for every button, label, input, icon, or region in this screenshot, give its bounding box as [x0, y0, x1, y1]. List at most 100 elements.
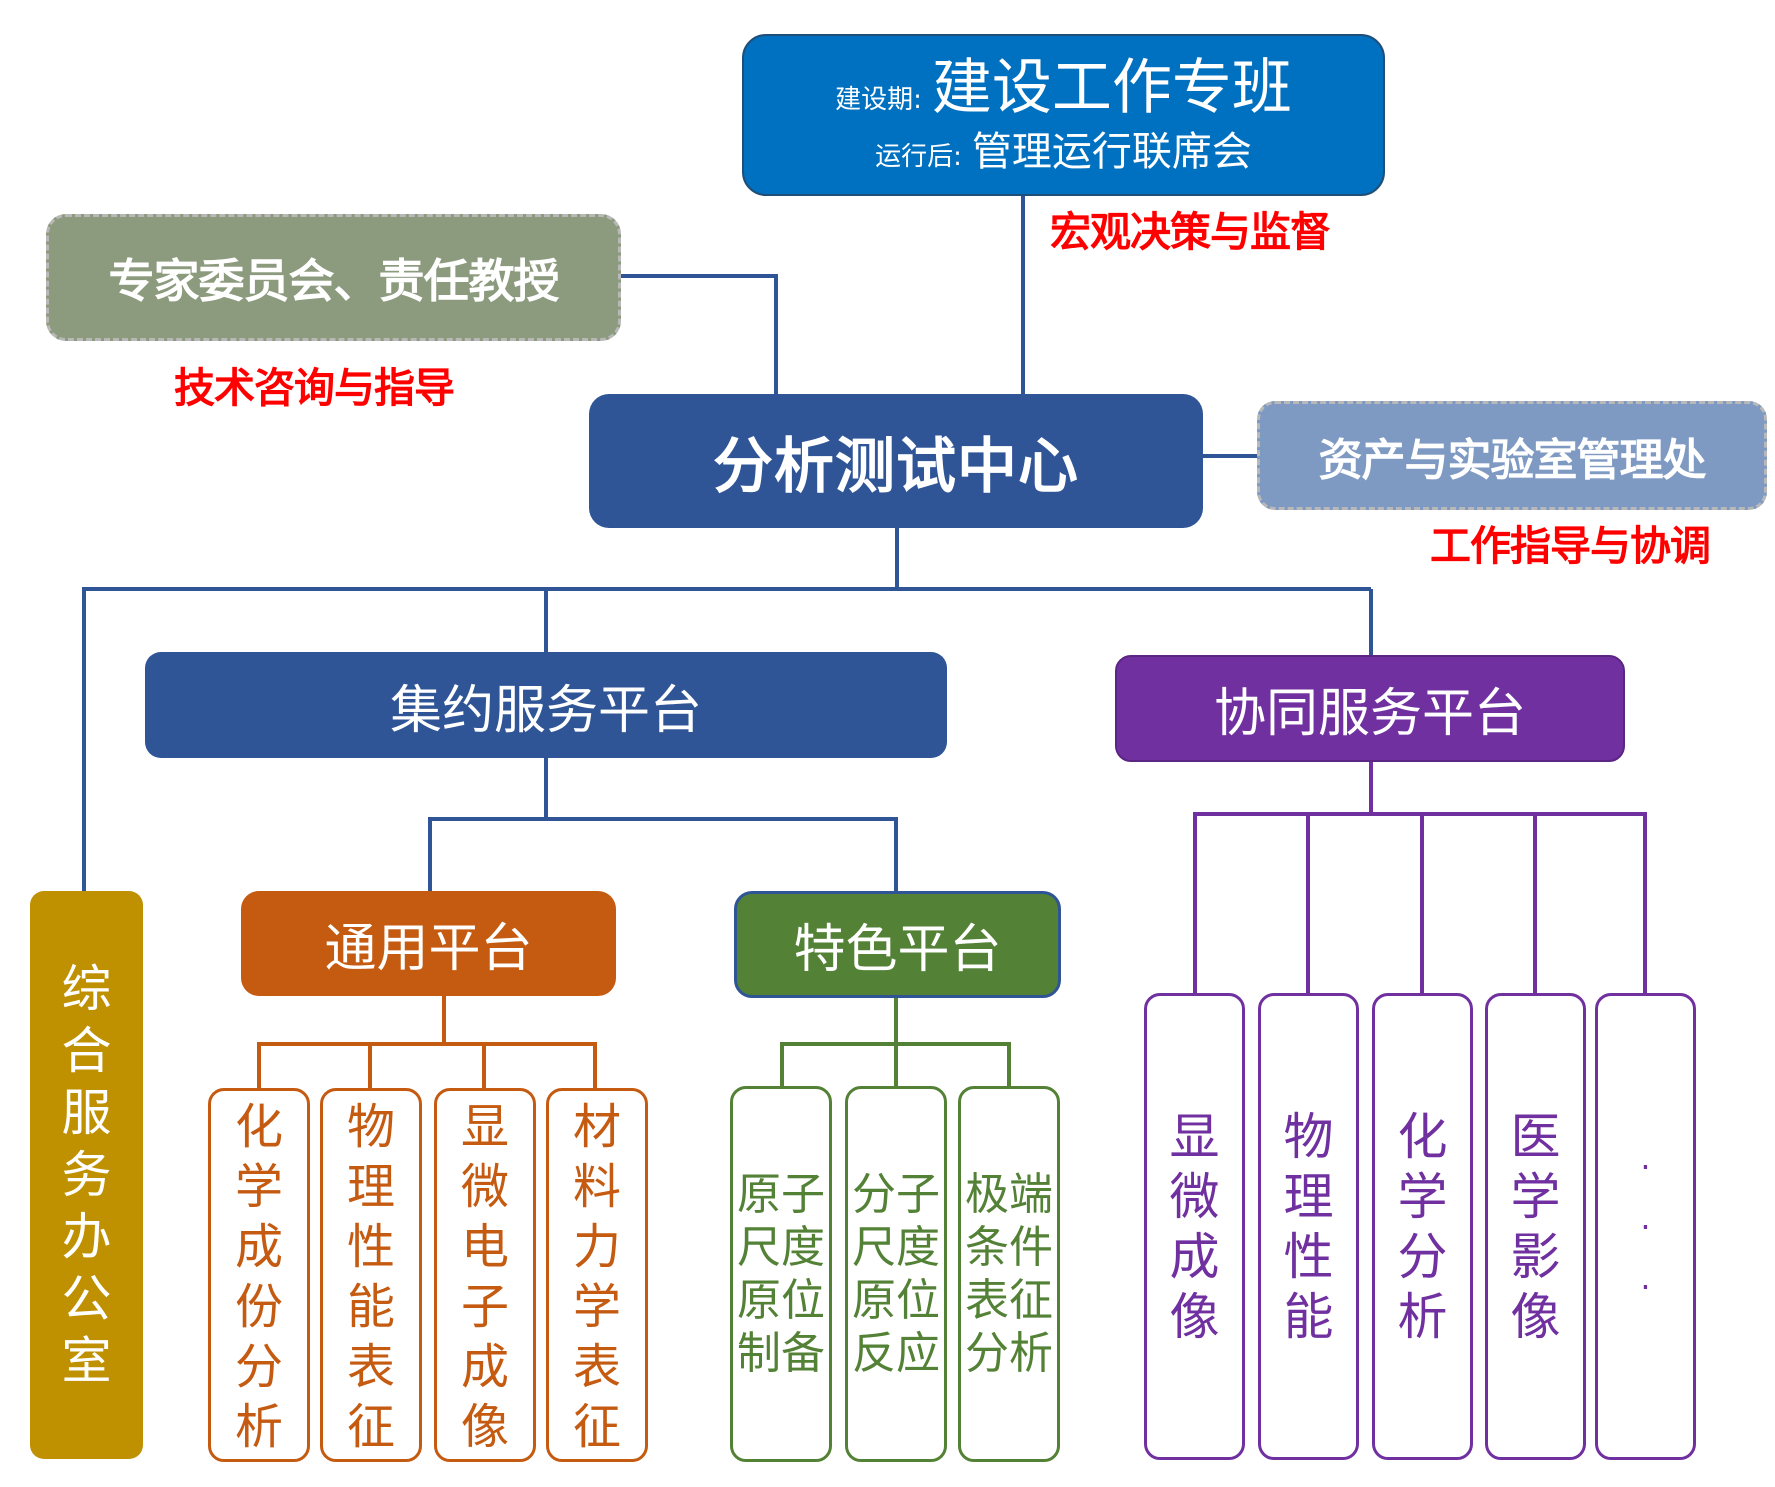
child-char: 显 — [460, 1099, 509, 1155]
child-char: 位 — [896, 1275, 940, 1326]
child-char: 影 — [1510, 1227, 1561, 1286]
office-char: 室 — [61, 1332, 112, 1390]
child-char: 制 — [737, 1328, 781, 1379]
child-char: 学 — [234, 1159, 283, 1215]
ellipsis-icon: · · · — [1640, 1137, 1650, 1317]
asset-lab-management-box[interactable]: 资产与实验室管理处 — [1257, 401, 1767, 510]
child-char: 子 — [460, 1279, 509, 1335]
general-child-electron-microscopy[interactable]: 显微电子成像 — [434, 1088, 536, 1462]
child-char: 尺 — [852, 1222, 896, 1273]
child-char: 极 — [965, 1169, 1009, 1220]
child-char: 化 — [1397, 1107, 1448, 1166]
child-char: 析 — [234, 1399, 283, 1455]
child-char: 学 — [572, 1279, 621, 1335]
child-char: 位 — [781, 1275, 825, 1326]
note-macro-decision: 宏观决策与监督 — [1050, 208, 1331, 256]
child-char: 度 — [781, 1222, 825, 1273]
note-work-guidance: 工作指导与协调 — [1430, 522, 1711, 570]
child-char: 端 — [1009, 1169, 1053, 1220]
operation-phase-row: 运行后: 管理运行联席会 — [875, 125, 1252, 179]
office-char: 综 — [61, 960, 112, 1018]
construction-phase-row: 建设期: 建设工作专班 — [835, 51, 1292, 125]
child-char: 学 — [1397, 1167, 1448, 1226]
office-char: 服 — [61, 1084, 112, 1142]
general-service-office-box[interactable]: 综 合 服 务 办 公 室 — [30, 891, 143, 1459]
child-char: 料 — [572, 1159, 621, 1215]
child-char: 析 — [1397, 1287, 1448, 1346]
general-child-physical-characterization[interactable]: 物理性能表征 — [320, 1088, 422, 1462]
collab-child-medical-imaging[interactable]: 医学影像 — [1485, 993, 1586, 1460]
child-char: 原 — [852, 1275, 896, 1326]
collab-child-microscopy-imaging[interactable]: 显微成像 — [1144, 993, 1245, 1460]
child-char: 电 — [460, 1219, 509, 1275]
child-char: 化 — [234, 1099, 283, 1155]
dot: · — [1640, 1147, 1651, 1186]
child-char: 成 — [234, 1219, 283, 1275]
dot: · — [1640, 1267, 1651, 1306]
special-child-molecular-scale[interactable]: 分子尺度原位反应 — [845, 1086, 947, 1462]
child-char: 子 — [781, 1169, 825, 1220]
child-char: 材 — [572, 1099, 621, 1155]
office-label: 综 合 服 务 办 公 室 — [62, 958, 112, 1392]
child-char: 份 — [234, 1279, 283, 1335]
child-char: 析 — [1009, 1328, 1053, 1379]
child-char: 显 — [1169, 1107, 1220, 1166]
general-platform-box[interactable]: 通用平台 — [241, 891, 616, 996]
collab-child-chemical-analysis[interactable]: 化学分析 — [1372, 993, 1473, 1460]
child-char: 件 — [1009, 1222, 1053, 1273]
joint-meeting-title: 管理运行联席会 — [971, 129, 1252, 175]
connector-expert-center — [621, 274, 778, 394]
office-char: 合 — [61, 1022, 112, 1080]
child-char: 征 — [1009, 1275, 1053, 1326]
child-char: 分 — [965, 1328, 1009, 1379]
child-char: 征 — [572, 1399, 621, 1455]
child-char: 像 — [1510, 1287, 1561, 1346]
child-char: 理 — [1283, 1167, 1334, 1226]
child-char: 像 — [460, 1399, 509, 1455]
special-child-atomic-scale[interactable]: 原子尺度原位制备 — [730, 1086, 832, 1462]
child-char: 表 — [572, 1339, 621, 1395]
child-char: 像 — [1169, 1287, 1220, 1346]
child-char: 反 — [852, 1328, 896, 1379]
child-char: 能 — [1283, 1287, 1334, 1346]
expert-committee-box[interactable]: 专家委员会、责任教授 — [46, 214, 621, 341]
child-char: 能 — [346, 1279, 395, 1335]
child-char: 物 — [346, 1099, 395, 1155]
child-char: 医 — [1510, 1107, 1561, 1166]
office-char: 办 — [61, 1208, 112, 1266]
dot: · — [1640, 1207, 1651, 1246]
child-char: 性 — [1283, 1227, 1334, 1286]
construction-task-force-title: 建设工作专班 — [931, 53, 1292, 123]
child-char: 子 — [896, 1169, 940, 1220]
collab-child-more[interactable]: · · · — [1595, 993, 1696, 1460]
child-char: 度 — [896, 1222, 940, 1273]
child-char: 分 — [852, 1169, 896, 1220]
analysis-testing-center-box[interactable]: 分析测试中心 — [589, 394, 1203, 528]
special-platform-box[interactable]: 特色平台 — [734, 891, 1061, 998]
child-char: 应 — [896, 1328, 940, 1379]
child-char: 分 — [234, 1339, 283, 1395]
construction-phase-label: 建设期: — [835, 85, 922, 115]
note-technical-consulting: 技术咨询与指导 — [174, 364, 455, 412]
office-char: 务 — [61, 1146, 112, 1204]
office-char: 公 — [61, 1270, 112, 1328]
collab-child-physical-properties[interactable]: 物理性能 — [1258, 993, 1359, 1460]
child-char: 物 — [1283, 1107, 1334, 1166]
child-char: 尺 — [737, 1222, 781, 1273]
general-child-mechanical-characterization[interactable]: 材料力学表征 — [546, 1088, 648, 1462]
child-char: 成 — [460, 1339, 509, 1395]
special-child-extreme-conditions[interactable]: 极端条件表征分析 — [958, 1086, 1060, 1462]
child-char: 微 — [1169, 1167, 1220, 1226]
task-force-box[interactable]: 建设期: 建设工作专班 运行后: 管理运行联席会 — [742, 34, 1385, 196]
child-char: 学 — [1510, 1167, 1561, 1226]
child-char: 力 — [572, 1219, 621, 1275]
child-char: 性 — [346, 1219, 395, 1275]
child-char: 分 — [1397, 1227, 1448, 1286]
collaborative-service-platform-box[interactable]: 协同服务平台 — [1115, 655, 1625, 762]
operation-phase-label: 运行后: — [875, 142, 962, 172]
general-child-chemical-analysis[interactable]: 化学成份分析 — [208, 1088, 310, 1462]
intensive-service-platform-box[interactable]: 集约服务平台 — [145, 652, 947, 758]
child-char: 征 — [346, 1399, 395, 1455]
child-char: 成 — [1169, 1227, 1220, 1286]
